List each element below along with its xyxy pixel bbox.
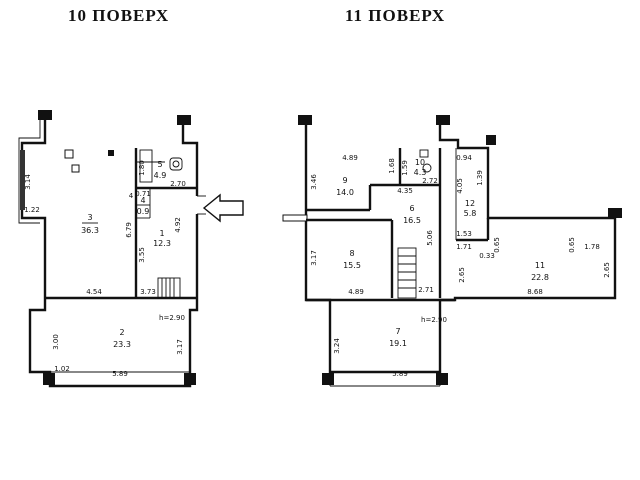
dim: 1.71 bbox=[456, 243, 472, 251]
room-1-area: 12.3 bbox=[153, 239, 171, 248]
dim: 4.92 bbox=[174, 217, 182, 233]
dim: 1.68 bbox=[388, 158, 396, 174]
room-7-number: 7 bbox=[395, 327, 400, 336]
room-4-number: 4 bbox=[140, 196, 145, 205]
floor-11-plan: 9 14.0 10 4.3 6 16.5 12 5.8 8 15.5 11 22… bbox=[282, 115, 622, 387]
dim: 3.14 bbox=[24, 174, 32, 190]
room-6-number: 6 bbox=[409, 204, 414, 213]
dim: 5.89 bbox=[112, 370, 128, 378]
dim: 1.53 bbox=[456, 230, 472, 238]
room-11-area: 22.8 bbox=[531, 273, 549, 282]
dim: 2.72 bbox=[422, 177, 438, 185]
dim: 0.65 bbox=[568, 237, 576, 253]
dim: 2.65 bbox=[458, 267, 466, 283]
room-12-number: 12 bbox=[465, 199, 475, 208]
dim: 4.35 bbox=[397, 187, 413, 195]
dim: 4.89 bbox=[348, 288, 364, 296]
dim: 8.68 bbox=[527, 288, 543, 296]
room-3-area: 36.3 bbox=[81, 226, 99, 235]
room-3-number: 3 bbox=[87, 213, 92, 222]
dim: 3.17 bbox=[176, 339, 184, 355]
dim: 4.54 bbox=[86, 288, 102, 296]
room-2-number: 2 bbox=[119, 328, 124, 337]
room-9-area: 14.0 bbox=[336, 188, 354, 197]
room-8-area: 15.5 bbox=[343, 261, 361, 270]
floor-10-title: 10 ПОВЕРХ bbox=[68, 6, 170, 25]
room-9-number: 9 bbox=[342, 176, 347, 185]
dim: 1.02 bbox=[54, 365, 70, 373]
dim: 0.94 bbox=[456, 154, 472, 162]
dim: 1.78 bbox=[584, 243, 600, 251]
room-1-number: 1 bbox=[159, 229, 164, 238]
dim: 1.80 bbox=[138, 160, 146, 176]
dim: 2.71 bbox=[418, 286, 434, 294]
dim: 1.22 bbox=[24, 206, 40, 214]
dim: 3.73 bbox=[140, 288, 156, 296]
dim: 5.89 bbox=[392, 370, 408, 378]
room-4-area: 0.9 bbox=[137, 207, 150, 216]
dim: 5.06 bbox=[426, 230, 434, 246]
dim: 6.79 bbox=[125, 222, 133, 238]
dim: 1.39 bbox=[476, 170, 484, 186]
floor-10-plan: 3 36.3 5 4.9 4 0.9 1 12.3 2 23.3 3.14 1.… bbox=[18, 110, 206, 388]
room-10-number: 10 bbox=[415, 158, 425, 167]
entrance-arrow-icon bbox=[202, 193, 244, 223]
dim: 2.70 bbox=[170, 180, 186, 188]
dim: 4.05 bbox=[456, 178, 464, 194]
dim: 3.55 bbox=[138, 247, 146, 263]
dim: 3.17 bbox=[310, 250, 318, 266]
room-2-area: 23.3 bbox=[113, 340, 131, 349]
room-5-number: 5 bbox=[157, 160, 162, 169]
dim: 3.00 bbox=[52, 334, 60, 350]
room-10-area: 4.3 bbox=[414, 168, 427, 177]
dim: 0.71 bbox=[135, 190, 151, 198]
room-8-number: 8 bbox=[349, 249, 354, 258]
dim: 0.33 bbox=[479, 252, 495, 260]
room-5-area: 4.9 bbox=[154, 171, 167, 180]
dim: 3.46 bbox=[310, 174, 318, 190]
dim: 4.89 bbox=[342, 154, 358, 162]
dim: h=2.90 bbox=[159, 314, 185, 322]
dim: 1.59 bbox=[401, 160, 409, 176]
room-7-area: 19.1 bbox=[389, 339, 407, 348]
dim: 0.65 bbox=[493, 237, 501, 253]
dim: h=2.90 bbox=[421, 316, 447, 324]
floor-11-title: 11 ПОВЕРХ bbox=[345, 6, 446, 25]
dim: 4 bbox=[129, 192, 134, 200]
room-12-area: 5.8 bbox=[464, 209, 477, 218]
room-11-number: 11 bbox=[535, 261, 545, 270]
dim: 3.24 bbox=[333, 338, 341, 354]
room-6-area: 16.5 bbox=[403, 216, 421, 225]
dim: 2.65 bbox=[603, 262, 611, 278]
